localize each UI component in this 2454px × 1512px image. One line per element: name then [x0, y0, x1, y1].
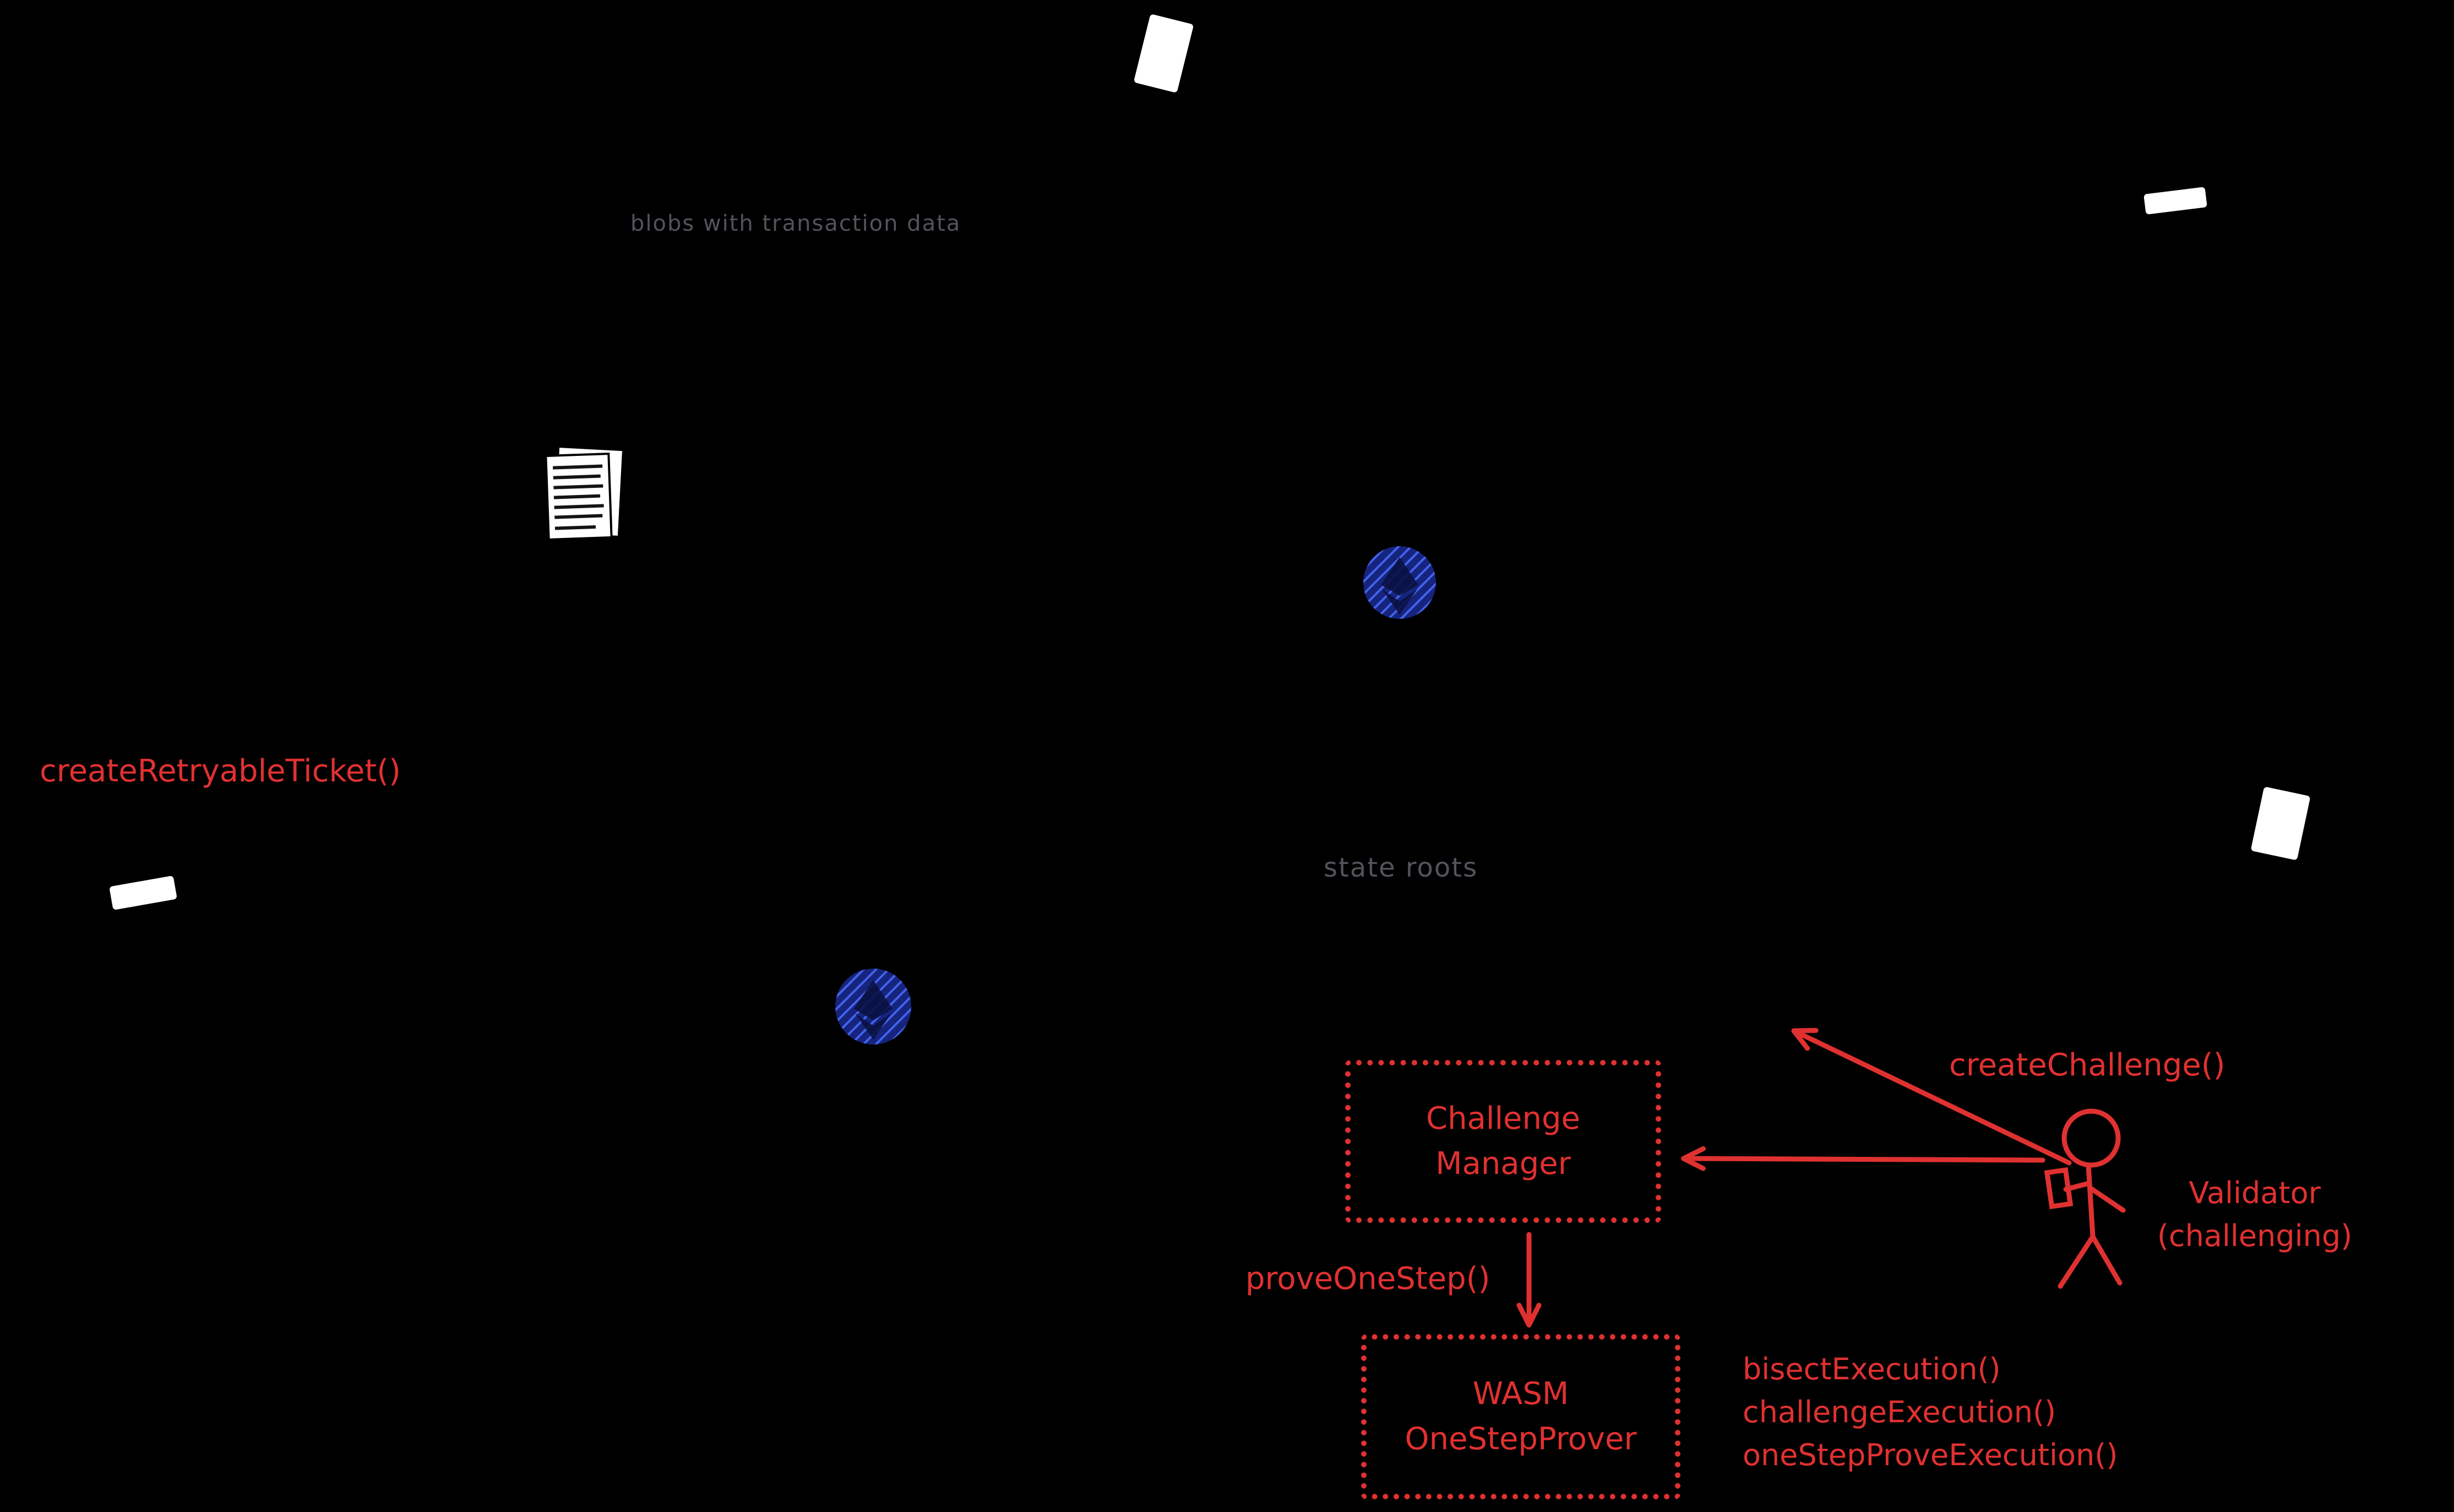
transaction-document-icon	[545, 448, 622, 541]
state-roots-label: state roots	[1324, 852, 1478, 883]
bisect-execution-label: bisectExecution()	[1743, 1352, 2001, 1386]
ethereum-icon-lower	[835, 969, 911, 1045]
ethereum-icon-upper	[1363, 546, 1436, 619]
challenge-function-list: bisectExecution() challengeExecution() o…	[1743, 1348, 2118, 1477]
create-challenge-arrow	[1791, 1027, 2072, 1166]
one-step-prove-execution-label: oneStepProveExecution()	[1743, 1438, 2118, 1472]
validator-label: Validator (challenging)	[2136, 1172, 2373, 1258]
create-challenge-label: createChallenge()	[1949, 1047, 2226, 1083]
prove-one-step-label: proveOneStep()	[1245, 1261, 1490, 1297]
challenge-manager-box: Challenge Manager	[1345, 1060, 1661, 1223]
validator-to-challenge-manager-arrow	[1681, 1146, 2045, 1171]
blobs-label: blobs with transaction data	[630, 211, 961, 236]
validator-stick-figure-icon	[2044, 1108, 2126, 1289]
create-retryable-ticket-label: createRetryableTicket()	[40, 753, 401, 789]
wasm-one-step-prover-box: WASM OneStepProver	[1361, 1334, 1680, 1499]
challenge-manager-label-line2: Manager	[1435, 1146, 1571, 1182]
validator-label-line1: Validator	[2189, 1176, 2321, 1210]
wasm-prover-label-line2: OneStepProver	[1405, 1421, 1637, 1457]
validator-label-line2: (challenging)	[2157, 1219, 2353, 1253]
challenge-execution-label: challengeExecution()	[1743, 1395, 2056, 1429]
wasm-prover-label-line1: WASM	[1472, 1376, 1569, 1412]
challenge-manager-label-line1: Challenge	[1426, 1101, 1580, 1136]
